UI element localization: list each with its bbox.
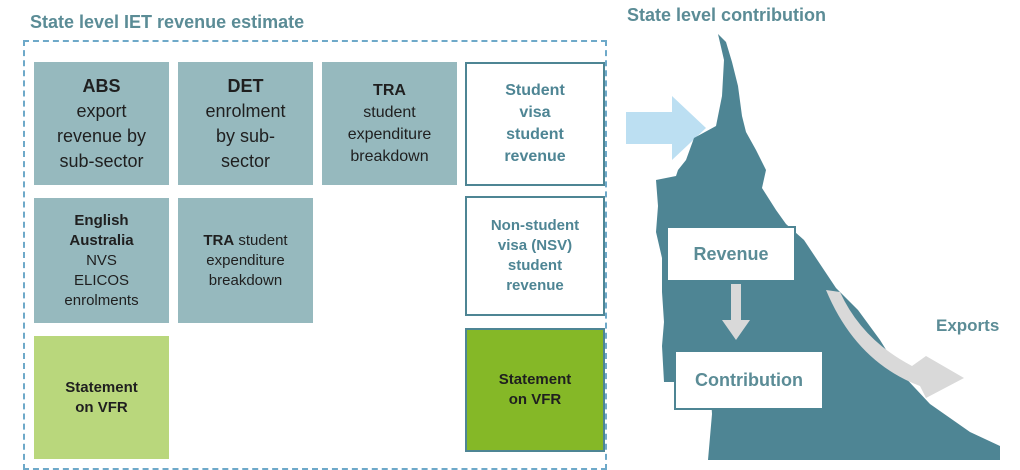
abs-line-2: revenue by (56, 125, 147, 146)
student-visa-line-2: visa (519, 104, 551, 121)
estimate-title: State level IET revenue estimate (30, 12, 305, 32)
det-line-3: sector (220, 150, 271, 171)
det-line-2: by sub- (215, 125, 276, 146)
english-line-3: NVS (86, 251, 117, 269)
student-visa-line-3: student (506, 126, 564, 143)
statement-vfr-box-right: Statement on VFR (465, 328, 605, 452)
non-student-visa-revenue-box: Non-student visa (NSV) student revenue (465, 196, 605, 316)
english-line-5: enrolments (64, 291, 139, 309)
vfr-left-line-2: on VFR (75, 398, 128, 416)
contribution-title: State level contribution (627, 5, 827, 25)
revenue-box: Revenue (666, 226, 796, 282)
vfr-right-line-1: Statement (498, 371, 572, 388)
revenue-to-contribution-arrow-icon (722, 284, 750, 340)
det-line-1: enrolment (205, 100, 286, 121)
tra2-line-1: TRA student (203, 231, 287, 251)
tra1-line-1: student (363, 103, 416, 121)
tra1-line-2: expenditure (347, 125, 432, 143)
tra1-label: TRA (373, 81, 406, 99)
nsv-line-2: visa (NSV) (497, 237, 573, 254)
abs-line-3: sub-sector (59, 150, 144, 171)
abs-line-1: export (76, 100, 127, 121)
student-visa-revenue-box: Student visa student revenue (465, 62, 605, 186)
tra2-label: TRA (203, 231, 235, 249)
abs-export-revenue-box: ABS export revenue by sub-sector (34, 62, 169, 185)
nsv-line-1: Non-student (490, 217, 580, 234)
tra-expenditure-box-2: TRA student expenditure breakdown (178, 198, 313, 323)
contribution-box: Contribution (674, 350, 824, 410)
abs-label: ABS (82, 75, 121, 96)
student-visa-line-1: Student (505, 82, 565, 99)
tra2-line-3: breakdown (208, 271, 283, 289)
exports-label: Exports (936, 316, 1000, 335)
student-visa-line-4: revenue (504, 148, 566, 165)
tra1-line-3: breakdown (350, 147, 429, 165)
tra2-line-2: expenditure (206, 251, 285, 269)
english-line-4: ELICOS (73, 271, 130, 289)
exports-arrow-icon (826, 290, 964, 398)
det-label: DET (227, 75, 264, 96)
english-line-2: Australia (69, 231, 134, 249)
english-australia-box: English Australia NVS ELICOS enrolments (34, 198, 169, 323)
english-line-1: English (74, 211, 129, 229)
statement-vfr-box-left: Statement on VFR (34, 336, 169, 459)
det-enrolment-box: DET enrolment by sub- sector (178, 62, 313, 185)
nsv-line-4: revenue (506, 277, 564, 294)
vfr-left-line-1: Statement (65, 378, 138, 396)
flow-arrow-icon (626, 96, 706, 160)
nsv-line-3: student (507, 257, 563, 274)
tra-expenditure-box-1: TRA student expenditure breakdown (322, 62, 457, 185)
tra2-first-rest: student (234, 231, 288, 249)
vfr-right-line-2: on VFR (508, 391, 562, 408)
